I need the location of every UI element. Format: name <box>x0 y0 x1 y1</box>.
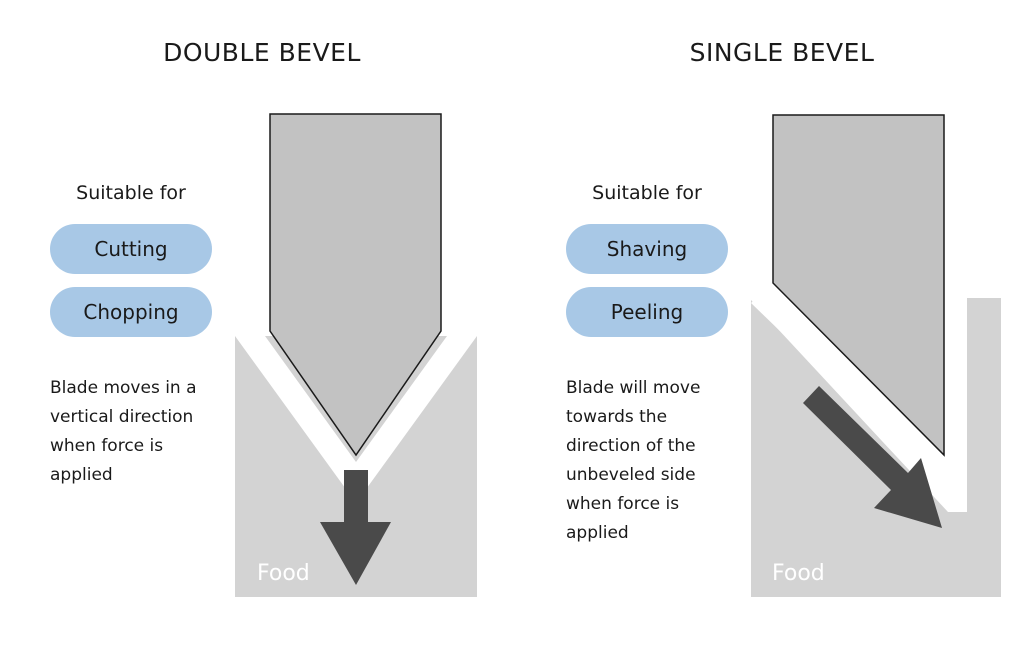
double-bevel-food-label: Food <box>257 561 310 586</box>
double-bevel-blade <box>269 113 442 457</box>
single-bevel-food-label: Food <box>772 561 825 586</box>
double-bevel-title: DOUBLE BEVEL <box>163 38 361 67</box>
down-arrow-icon <box>320 470 391 585</box>
single-bevel-blade <box>772 114 945 457</box>
double-bevel-food <box>235 336 477 597</box>
use-pill-chopping: Chopping <box>50 287 212 337</box>
single-bevel-title: SINGLE BEVEL <box>689 38 875 67</box>
double-bevel-description: Blade moves in a vertical direction when… <box>50 378 197 485</box>
single-bevel-suitable-label: Suitable for <box>592 182 702 204</box>
double-bevel-suitable-label: Suitable for <box>76 182 186 204</box>
diagonal-arrow-icon <box>803 386 942 528</box>
use-pill-shaving: Shaving <box>566 224 728 274</box>
single-bevel-description: Blade will move towards the direction of… <box>566 378 701 543</box>
use-pill-cutting: Cutting <box>50 224 212 274</box>
use-pill-peeling: Peeling <box>566 287 728 337</box>
